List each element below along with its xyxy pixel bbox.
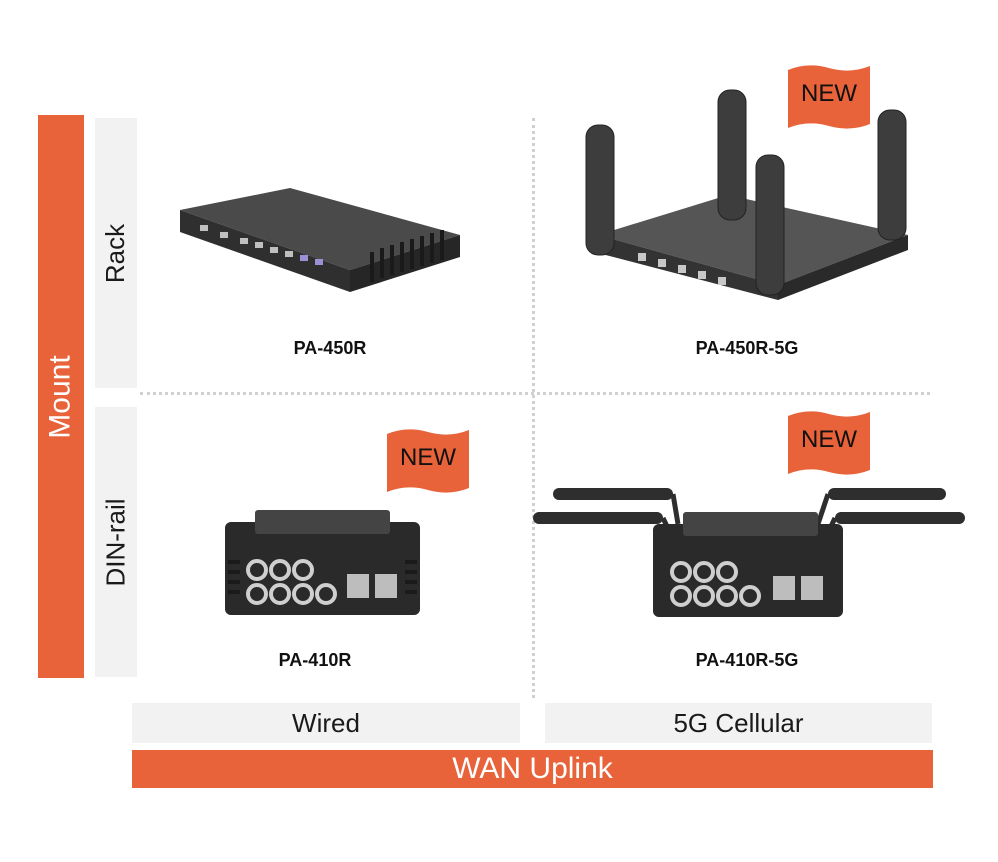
new-badge-pa-450r-5g: NEW xyxy=(788,62,870,132)
flag-shape-icon xyxy=(788,411,870,475)
row-header-rack: Rack xyxy=(95,118,137,388)
column-header-5g-cellular: 5G Cellular xyxy=(545,703,932,743)
pa-410r-5g-device-image xyxy=(533,488,965,617)
product-name-pa-450r: PA-450R xyxy=(293,338,367,358)
flag-shape-icon xyxy=(788,65,870,129)
product-name-pa-410r-5g: PA-410R-5G xyxy=(695,650,799,670)
row-header-din-rail: DIN-rail xyxy=(95,407,137,677)
pa-410r-device-image xyxy=(225,510,420,615)
wan-uplink-axis-label: WAN Uplink xyxy=(132,750,933,788)
vertical-divider xyxy=(532,118,535,698)
new-badge-pa-410r-5g: NEW xyxy=(788,408,870,478)
pa-450r-5g-device-image xyxy=(585,89,908,300)
mount-axis-bar xyxy=(38,115,84,678)
new-badge-pa-410r: NEW xyxy=(387,426,469,496)
mount-axis-label: Mount xyxy=(44,354,78,439)
column-header-wired: Wired xyxy=(132,703,520,743)
product-name-pa-410r: PA-410R xyxy=(278,650,352,670)
flag-shape-icon xyxy=(387,429,469,493)
pa-450r-device-image xyxy=(180,188,460,292)
horizontal-divider xyxy=(140,392,930,395)
product-name-pa-450r-5g: PA-450R-5G xyxy=(695,338,799,358)
